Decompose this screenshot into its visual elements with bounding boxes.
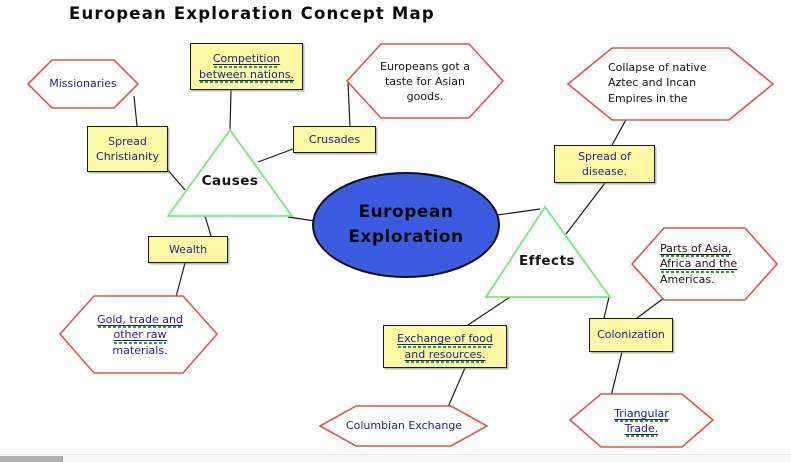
node-label-line: Trade.	[624, 422, 659, 438]
connector-line	[447, 367, 466, 408]
node-label-line: other raw	[113, 328, 167, 344]
connector-line	[133, 95, 138, 127]
collapse-empires-hexagon-shape[interactable]	[566, 47, 775, 121]
missionaries-hexagon-shape[interactable]	[26, 59, 140, 109]
node-label-line: Empires in the	[608, 91, 688, 105]
node-europeans-taste[interactable]: Europeans got a taste for Asian goods.	[360, 53, 490, 110]
connector-line	[257, 148, 294, 163]
connector-line	[287, 216, 316, 222]
node-label-line: Africa and the	[660, 257, 738, 273]
node-parts-of-asia[interactable]: Parts of Asia, Africa and the Americas.	[660, 238, 772, 290]
node-exchange-of-food[interactable]: Exchange of food and resources.	[383, 325, 507, 368]
connector-line	[610, 351, 623, 397]
connector-lines	[133, 81, 665, 408]
node-wealth[interactable]: Wealth	[148, 236, 228, 263]
node-label-line: Collapse of native	[608, 61, 707, 75]
node-european-exploration[interactable]: European Exploration	[312, 172, 500, 278]
connector-line	[175, 262, 186, 298]
node-collapse-empires[interactable]: Collapse of native Aztec and Incan Empir…	[608, 56, 758, 110]
connector-line	[496, 208, 541, 216]
node-label-line: Colonization	[597, 328, 665, 342]
connector-line	[347, 81, 351, 128]
connector-line	[229, 89, 232, 130]
node-label-line: Exchange of food	[397, 332, 493, 348]
causes-triangle-label: Causes	[201, 173, 259, 189]
node-label-line: Americas.	[660, 272, 715, 286]
causes-triangle-shape[interactable]	[166, 128, 294, 217]
page-title: European Exploration Concept Map	[69, 4, 435, 23]
node-spread-of-disease[interactable]: Spread of disease.	[554, 145, 655, 183]
node-label-line: Gold, trade and	[97, 313, 183, 329]
connector-line	[565, 182, 606, 235]
node-label-line: Competition	[212, 52, 281, 68]
node-label-line: between nations.	[198, 67, 295, 84]
horizontal-scrollbar-thumb[interactable]	[0, 456, 63, 462]
node-label-line: Wealth	[168, 242, 208, 256]
node-label-line: Christianity	[96, 150, 159, 163]
connector-line	[467, 296, 511, 326]
node-label-line: Triangular	[614, 406, 669, 423]
node-label-line: Parts of Asia,	[660, 242, 732, 258]
node-label-line: materials.	[112, 343, 168, 357]
connector-line	[636, 297, 665, 319]
node-colonization[interactable]: Colonization	[589, 318, 673, 352]
node-label-line: Missionaries	[49, 77, 117, 91]
node-label-line: Spread	[108, 134, 147, 148]
node-label-line: and resources.	[404, 347, 486, 364]
node-gold-trade[interactable]: Gold, trade and other raw materials.	[75, 304, 205, 366]
node-label-line: goods.	[406, 90, 444, 104]
node-missionaries[interactable]: Missionaries	[38, 60, 128, 108]
horizontal-scrollbar-track[interactable]	[0, 454, 791, 462]
gold-trade-hexagon-shape[interactable]	[58, 295, 219, 374]
columbian-hexagon-shape[interactable]	[318, 405, 489, 447]
connector-line	[204, 215, 212, 237]
node-label-line: disease.	[581, 165, 628, 178]
node-label-line: Columbian Exchange	[345, 419, 463, 433]
parts-asia-hexagon-shape[interactable]	[630, 227, 779, 301]
effects-triangle-shape[interactable]	[484, 205, 612, 298]
node-columbian-exchange[interactable]: Columbian Exchange	[340, 414, 468, 438]
node-spread-christianity[interactable]: Spread Christianity	[87, 126, 168, 172]
node-triangular-trade[interactable]: Triangular Trade.	[585, 401, 698, 441]
node-crusades[interactable]: Crusades	[293, 126, 376, 153]
europeans-taste-hexagon-shape[interactable]	[345, 43, 505, 119]
node-label-line: Europeans got a	[380, 59, 470, 73]
effects-triangle-label: Effects	[518, 253, 576, 269]
node-label-line: taste for Asian	[384, 74, 465, 88]
connector-line	[603, 296, 610, 319]
connector-line	[166, 168, 186, 191]
connector-line	[611, 117, 628, 146]
node-label-line: Spread of	[578, 149, 631, 163]
node-competition-between-nations[interactable]: Competition between nations.	[190, 43, 303, 90]
node-label-line: Aztec and Incan	[608, 76, 697, 90]
node-label-line: Crusades	[308, 132, 361, 146]
